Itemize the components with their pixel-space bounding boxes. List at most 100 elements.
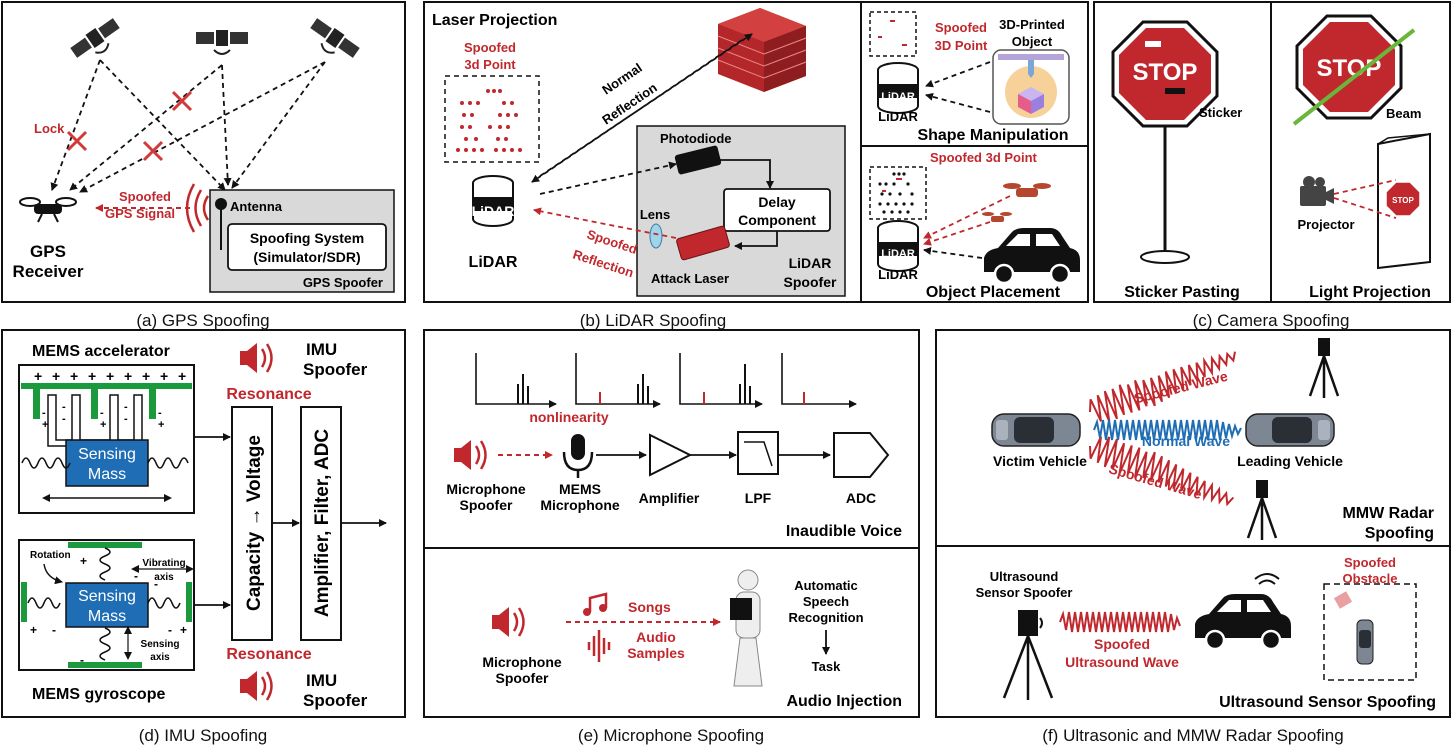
system-label-2: (Simulator/SDR)	[253, 249, 360, 265]
svg-text:-: -	[154, 577, 158, 591]
resonance-label-top: Resonance	[226, 386, 311, 403]
lidar-spoofer-label-2: Spoofer	[784, 274, 837, 290]
lidar-caption: LiDAR	[878, 109, 918, 124]
svg-text:-: -	[134, 569, 138, 583]
svg-text:+: +	[106, 368, 114, 384]
mic-spoofer-label-2: Spoofer	[460, 497, 513, 513]
normal-wave-icon	[1093, 418, 1242, 441]
charge-row: +++++++++	[34, 368, 186, 384]
shape-spoofed-label-1: Spoofed	[935, 20, 987, 35]
caption-f: (f) Ultrasonic and MMW Radar Spoofing	[1042, 726, 1343, 745]
svg-text:-: -	[100, 407, 104, 419]
adc-icon	[833, 432, 890, 478]
spring-icon	[99, 547, 111, 581]
vibrating-axis-label-2: axis	[154, 572, 174, 583]
delay-label-1: Delay	[758, 194, 796, 210]
ultrasound-wave-icon	[1059, 610, 1181, 633]
nonlinearity-label: nonlinearity	[529, 409, 609, 425]
lidar-spoofer-label-1: LiDAR	[789, 255, 832, 271]
speaker-icon	[238, 341, 273, 375]
spoofed-wave-icon	[1089, 351, 1236, 422]
radar-tripod-icon	[1246, 478, 1278, 542]
photodiode-label: Photodiode	[660, 131, 732, 146]
leading-vehicle-icon	[1245, 413, 1335, 447]
svg-text:-: -	[62, 401, 66, 413]
panel-camera: STOP Sticker Sticker Pasting STOP Beam S…	[1093, 1, 1451, 303]
caption-c: (c) Camera Spoofing	[1193, 311, 1350, 330]
imu-spoofer-label-2: Spoofer	[303, 691, 368, 710]
sensing-mass-box	[65, 439, 149, 487]
receiver-label-2: Receiver	[13, 262, 84, 281]
imu-spoofer-label-1: IMU	[306, 340, 337, 359]
normal-wave-label: Normal Wave	[1142, 433, 1230, 449]
spring-icon	[99, 627, 111, 661]
us-spoofer-label-2: Sensor Spoofer	[976, 585, 1073, 600]
beam-label: Beam	[1386, 106, 1421, 121]
lpf-label: LPF	[745, 490, 772, 506]
mmw-title-1: MMW Radar	[1342, 505, 1434, 522]
spring-icon	[27, 597, 61, 609]
sensing-mass-label-1: Sensing	[78, 588, 136, 605]
mic-spoofer-label-1: Microphone	[482, 654, 562, 670]
svg-text:+: +	[70, 368, 78, 384]
panel-imu: MEMS accelerator +++++++++ -+-- -+-- -+ …	[1, 329, 406, 718]
microphone-icon	[562, 434, 594, 478]
satellite-icon	[195, 29, 249, 55]
printed-object-label-1: 3D-Printed	[999, 17, 1065, 32]
shape-spoofed-label-2: 3D Point	[935, 38, 988, 53]
lidar-caption: LiDAR	[469, 254, 518, 271]
svg-text:-: -	[124, 413, 128, 425]
svg-text:+: +	[124, 368, 132, 384]
satellite-icon	[68, 15, 127, 68]
svg-text:+: +	[142, 368, 150, 384]
us-wave-label-1: Spoofed	[1094, 636, 1150, 652]
svg-text:-: -	[124, 401, 128, 413]
stop-sign-icon	[1111, 20, 1219, 264]
mmw-title-2: Spoofing	[1365, 525, 1434, 542]
victim-vehicle-label: Victim Vehicle	[993, 453, 1087, 469]
victim-vehicle-icon	[991, 413, 1081, 447]
gyro-title: MEMS gyroscope	[32, 686, 165, 703]
lidar-sensor-label: LiDAR	[472, 203, 515, 219]
lidar-caption: LiDAR	[878, 267, 918, 282]
vibrating-axis-label-1: Vibrating	[142, 558, 185, 569]
spring-icon	[147, 597, 181, 609]
sensing-axis-label-1: Sensing	[141, 639, 180, 650]
mems-label-2: Microphone	[540, 497, 620, 513]
leading-vehicle-label: Leading Vehicle	[1237, 453, 1343, 469]
caption-a: (a) GPS Spoofing	[136, 311, 269, 330]
stop-text: STOP	[1133, 59, 1198, 86]
us-wave-label-2: Ultrasound Wave	[1065, 654, 1179, 670]
svg-text:+: +	[42, 419, 48, 431]
attack-laser-icon	[676, 225, 730, 261]
svg-text:-: -	[42, 407, 46, 419]
panel-microphone: nonlinearity Microphone Spoofer MEMS Mic…	[423, 329, 920, 718]
lidar-sensor-label: LiDAR	[881, 91, 915, 103]
signal-waves-icon	[185, 183, 210, 233]
projector-icon	[1300, 176, 1334, 206]
speaker-icon	[452, 438, 487, 472]
car-icon	[982, 226, 1082, 285]
stop-text: STOP	[1317, 55, 1382, 82]
svg-text:+: +	[100, 419, 106, 431]
inaudible-voice-title: Inaudible Voice	[786, 523, 902, 540]
ultrasound-spoofer-icon	[1002, 610, 1054, 700]
printed-object-label-2: Object	[1012, 34, 1053, 49]
robot-icon	[730, 569, 763, 687]
spoofed-label-1: Spoofed	[119, 189, 171, 204]
svg-text:+: +	[160, 368, 168, 384]
caption-d: (d) IMU Spoofing	[139, 726, 268, 745]
svg-text:+: +	[180, 623, 187, 637]
adc-label: ADC	[846, 490, 876, 506]
laser-projection-title: Laser Projection	[432, 12, 557, 29]
attack-laser-label: Attack Laser	[651, 271, 729, 286]
music-note-icon	[583, 592, 608, 616]
lpf-icon	[737, 431, 779, 475]
sticker-pasting-title: Sticker Pasting	[1124, 284, 1240, 301]
car-icon	[1193, 592, 1293, 651]
caption-b: (b) LiDAR Spoofing	[580, 311, 726, 330]
songs-label: Songs	[628, 599, 671, 615]
imu-spoofer-label-1: IMU	[306, 671, 337, 690]
shape-manipulation-title: Shape Manipulation	[917, 127, 1068, 144]
svg-text:+: +	[158, 419, 164, 431]
